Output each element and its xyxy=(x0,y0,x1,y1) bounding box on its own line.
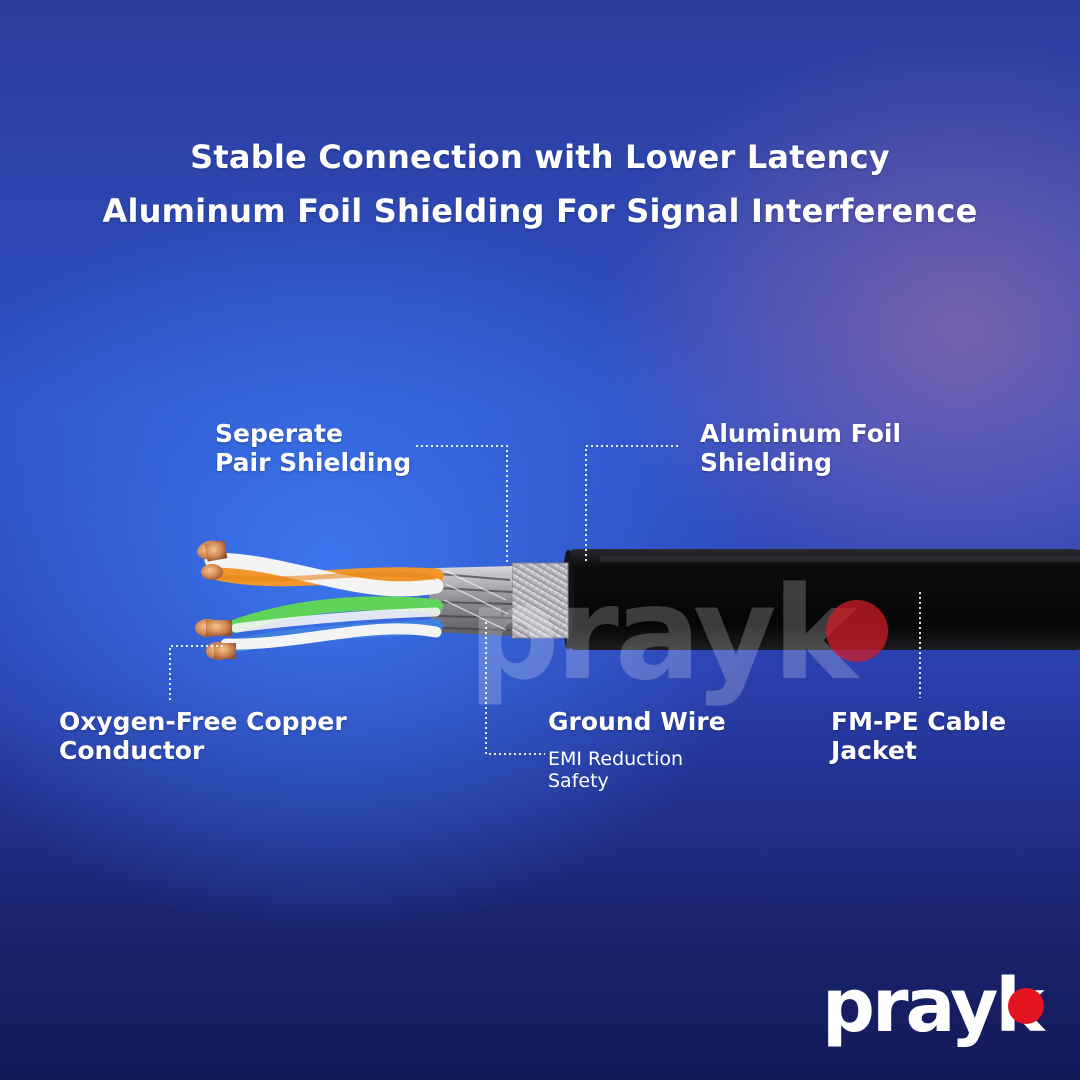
aluminum-foil-band xyxy=(511,562,569,639)
callout-ground-wire: Ground Wire xyxy=(548,707,726,736)
twisted-pairs xyxy=(204,552,444,655)
headline-line-2: Aluminum Foil Shielding For Signal Inter… xyxy=(102,192,978,230)
callout-pair-shielding: Seperate Pair Shielding xyxy=(215,419,412,477)
watermark-wordmark: prayk xyxy=(468,560,858,709)
brand-logo: prayk xyxy=(822,963,1045,1049)
braided-shielding xyxy=(429,566,513,636)
copper-conductors xyxy=(195,540,236,660)
brand-dot-icon xyxy=(1008,988,1044,1024)
watermark-dot-icon xyxy=(826,600,888,662)
callout-foil-shielding: Aluminum Foil Shielding xyxy=(700,419,902,477)
callout-cable-jacket: FM-PE Cable Jacket xyxy=(831,707,1007,765)
headline-line-1: Stable Connection with Lower Latency xyxy=(190,138,890,176)
callout-ground-wire-notes: EMI Reduction Safety xyxy=(548,748,684,792)
callout-copper-conductor: Oxygen-Free Copper Conductor xyxy=(59,707,347,765)
callout-leaders xyxy=(169,445,921,755)
